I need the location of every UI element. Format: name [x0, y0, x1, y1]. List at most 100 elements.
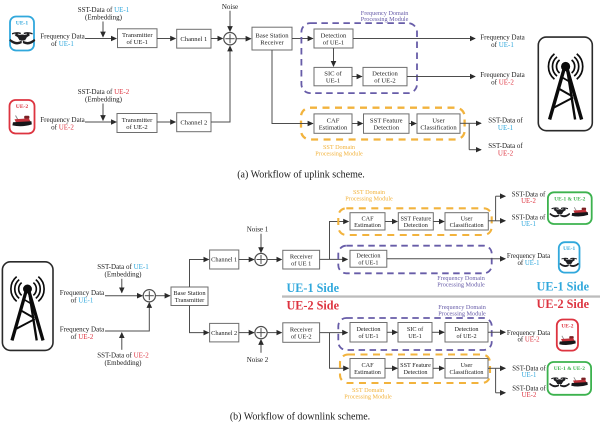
svg-text:UE-2: UE-2	[498, 150, 514, 158]
svg-text:Estimation: Estimation	[319, 125, 348, 132]
svg-text:UE-1: UE-1	[522, 372, 537, 379]
svg-text:of UE-1: of UE-1	[323, 40, 344, 47]
svg-text:of UE-1: of UE-1	[358, 259, 378, 266]
svg-text:of UE-2: of UE-2	[291, 333, 312, 340]
svg-text:UE-1 Side: UE-1 Side	[537, 280, 590, 294]
svg-text:SST-Data of UE-2: SST-Data of UE-2	[78, 88, 130, 96]
svg-text:SST Domain: SST Domain	[323, 144, 355, 151]
svg-text:Processing Module: Processing Module	[361, 16, 409, 23]
svg-text:SST-Data of UE-1: SST-Data of UE-1	[78, 6, 130, 14]
svg-text:UE-1: UE-1	[16, 21, 29, 27]
svg-text:(a) Workflow of uplink sch: (a) Workflow of uplink scheme.	[237, 170, 365, 181]
svg-text:Detection: Detection	[321, 32, 347, 39]
svg-text:Base Station: Base Station	[173, 290, 206, 297]
svg-text:Transmitter: Transmitter	[122, 32, 153, 39]
svg-text:SST Feature: SST Feature	[370, 118, 403, 125]
svg-text:Detection: Detection	[356, 253, 380, 260]
svg-text:(Embedding): (Embedding)	[85, 14, 123, 22]
svg-text:UE-2: UE-2	[521, 198, 536, 205]
svg-text:Frequency Data: Frequency Data	[40, 32, 85, 40]
svg-text:Detection: Detection	[372, 71, 398, 78]
svg-text:Receiver: Receiver	[290, 326, 314, 333]
svg-text:(Embedding): (Embedding)	[105, 270, 143, 278]
svg-text:of UE-2: of UE-2	[456, 333, 476, 340]
svg-text:of UE-2: of UE-2	[517, 336, 540, 343]
svg-text:Processing Module: Processing Module	[344, 394, 392, 401]
svg-text:Frequency Data: Frequency Data	[507, 253, 550, 260]
svg-text:SST-Data of: SST-Data of	[512, 215, 546, 222]
svg-text:User: User	[461, 215, 473, 222]
svg-text:Processing Module: Processing Module	[315, 151, 363, 158]
svg-text:Frequency Data: Frequency Data	[507, 330, 550, 337]
svg-text:Classification: Classification	[449, 369, 483, 376]
svg-text:Channel 2: Channel 2	[180, 119, 207, 126]
svg-text:UE-2: UE-2	[522, 392, 537, 399]
svg-text:of UE-1: of UE-1	[358, 333, 378, 340]
svg-text:Channel 1: Channel 1	[180, 36, 207, 43]
svg-text:Frequency Domain: Frequency Domain	[361, 10, 409, 17]
svg-text:Frequency Domain: Frequency Domain	[438, 304, 486, 311]
svg-text:Noise: Noise	[222, 3, 238, 11]
svg-text:of UE-1: of UE-1	[517, 260, 539, 267]
svg-text:UE-1 & UE-2: UE-1 & UE-2	[554, 366, 585, 372]
svg-text:Detection: Detection	[454, 326, 478, 333]
svg-text:of UE-1: of UE-1	[51, 40, 74, 48]
svg-text:UE-2: UE-2	[16, 104, 29, 110]
svg-text:Base Station: Base Station	[255, 33, 289, 40]
svg-text:Processing Module: Processing Module	[345, 196, 393, 203]
svg-text:CAF: CAF	[327, 118, 340, 125]
svg-text:of UE 1: of UE 1	[291, 260, 311, 267]
svg-text:Channel 1: Channel 1	[211, 257, 237, 264]
svg-text:Noise 1: Noise 1	[247, 226, 269, 234]
svg-text:UE-1 Side: UE-1 Side	[287, 281, 340, 295]
svg-text:Frequency Domain: Frequency Domain	[437, 275, 485, 282]
svg-text:CAF: CAF	[361, 362, 374, 369]
svg-text:SIC of: SIC of	[324, 71, 342, 78]
svg-text:Detection: Detection	[356, 326, 380, 333]
svg-text:SST-Data of: SST-Data of	[488, 142, 523, 150]
svg-text:Classification: Classification	[420, 125, 457, 132]
svg-text:Frequency Data: Frequency Data	[480, 33, 525, 41]
svg-text:(Embedding): (Embedding)	[85, 96, 123, 104]
svg-text:UE-2 Side: UE-2 Side	[287, 299, 340, 313]
svg-text:UE-2 Side: UE-2 Side	[537, 297, 590, 311]
svg-text:Frequency Data: Frequency Data	[480, 71, 525, 79]
svg-text:Classification: Classification	[450, 222, 484, 229]
svg-text:SIC of: SIC of	[407, 326, 424, 333]
svg-text:SST Feature: SST Feature	[400, 215, 431, 222]
svg-text:of UE-2: of UE-2	[126, 124, 147, 131]
svg-text:CAF: CAF	[361, 215, 374, 222]
svg-text:Frequency Data: Frequency Data	[60, 289, 105, 297]
svg-text:UE-1: UE-1	[326, 78, 340, 85]
svg-text:of UE-1: of UE-1	[491, 41, 514, 49]
svg-text:of UE-1: of UE-1	[71, 296, 94, 304]
svg-text:Detection: Detection	[373, 125, 399, 132]
svg-text:of UE-2: of UE-2	[374, 78, 395, 85]
svg-text:SST-Data of UE-2: SST-Data of UE-2	[97, 352, 149, 360]
svg-text:UE-1: UE-1	[498, 124, 514, 132]
svg-text:User: User	[432, 118, 445, 125]
svg-text:UE-1 & UE-2: UE-1 & UE-2	[554, 196, 585, 202]
svg-text:Estimation: Estimation	[354, 222, 381, 229]
svg-text:Detection: Detection	[404, 222, 428, 229]
svg-text:Noise 2: Noise 2	[247, 356, 269, 364]
svg-text:Channel 2: Channel 2	[211, 330, 237, 337]
svg-text:UE-1: UE-1	[408, 333, 421, 340]
svg-text:(b) Workflow of downlink s: (b) Workflow of downlink scheme.	[230, 412, 370, 423]
svg-text:UE-1: UE-1	[563, 246, 575, 252]
svg-text:Frequency Data: Frequency Data	[60, 326, 105, 334]
svg-text:UE-2: UE-2	[561, 324, 573, 330]
svg-text:User: User	[461, 362, 473, 369]
svg-text:Receiver: Receiver	[260, 40, 284, 47]
svg-text:Receiver: Receiver	[290, 254, 314, 261]
svg-text:of UE-2: of UE-2	[491, 79, 514, 87]
svg-text:Transmitter: Transmitter	[175, 297, 205, 304]
svg-text:SST-Data of: SST-Data of	[512, 366, 546, 373]
svg-text:Detection: Detection	[403, 369, 427, 376]
svg-text:of UE-1: of UE-1	[127, 39, 148, 46]
svg-text:SST Domain: SST Domain	[353, 189, 385, 196]
svg-text:Estimation: Estimation	[354, 369, 381, 376]
svg-text:Processing Module: Processing Module	[437, 282, 485, 289]
svg-text:SST Feature: SST Feature	[400, 362, 431, 369]
svg-text:SST-Data of UE-1: SST-Data of UE-1	[97, 263, 149, 271]
